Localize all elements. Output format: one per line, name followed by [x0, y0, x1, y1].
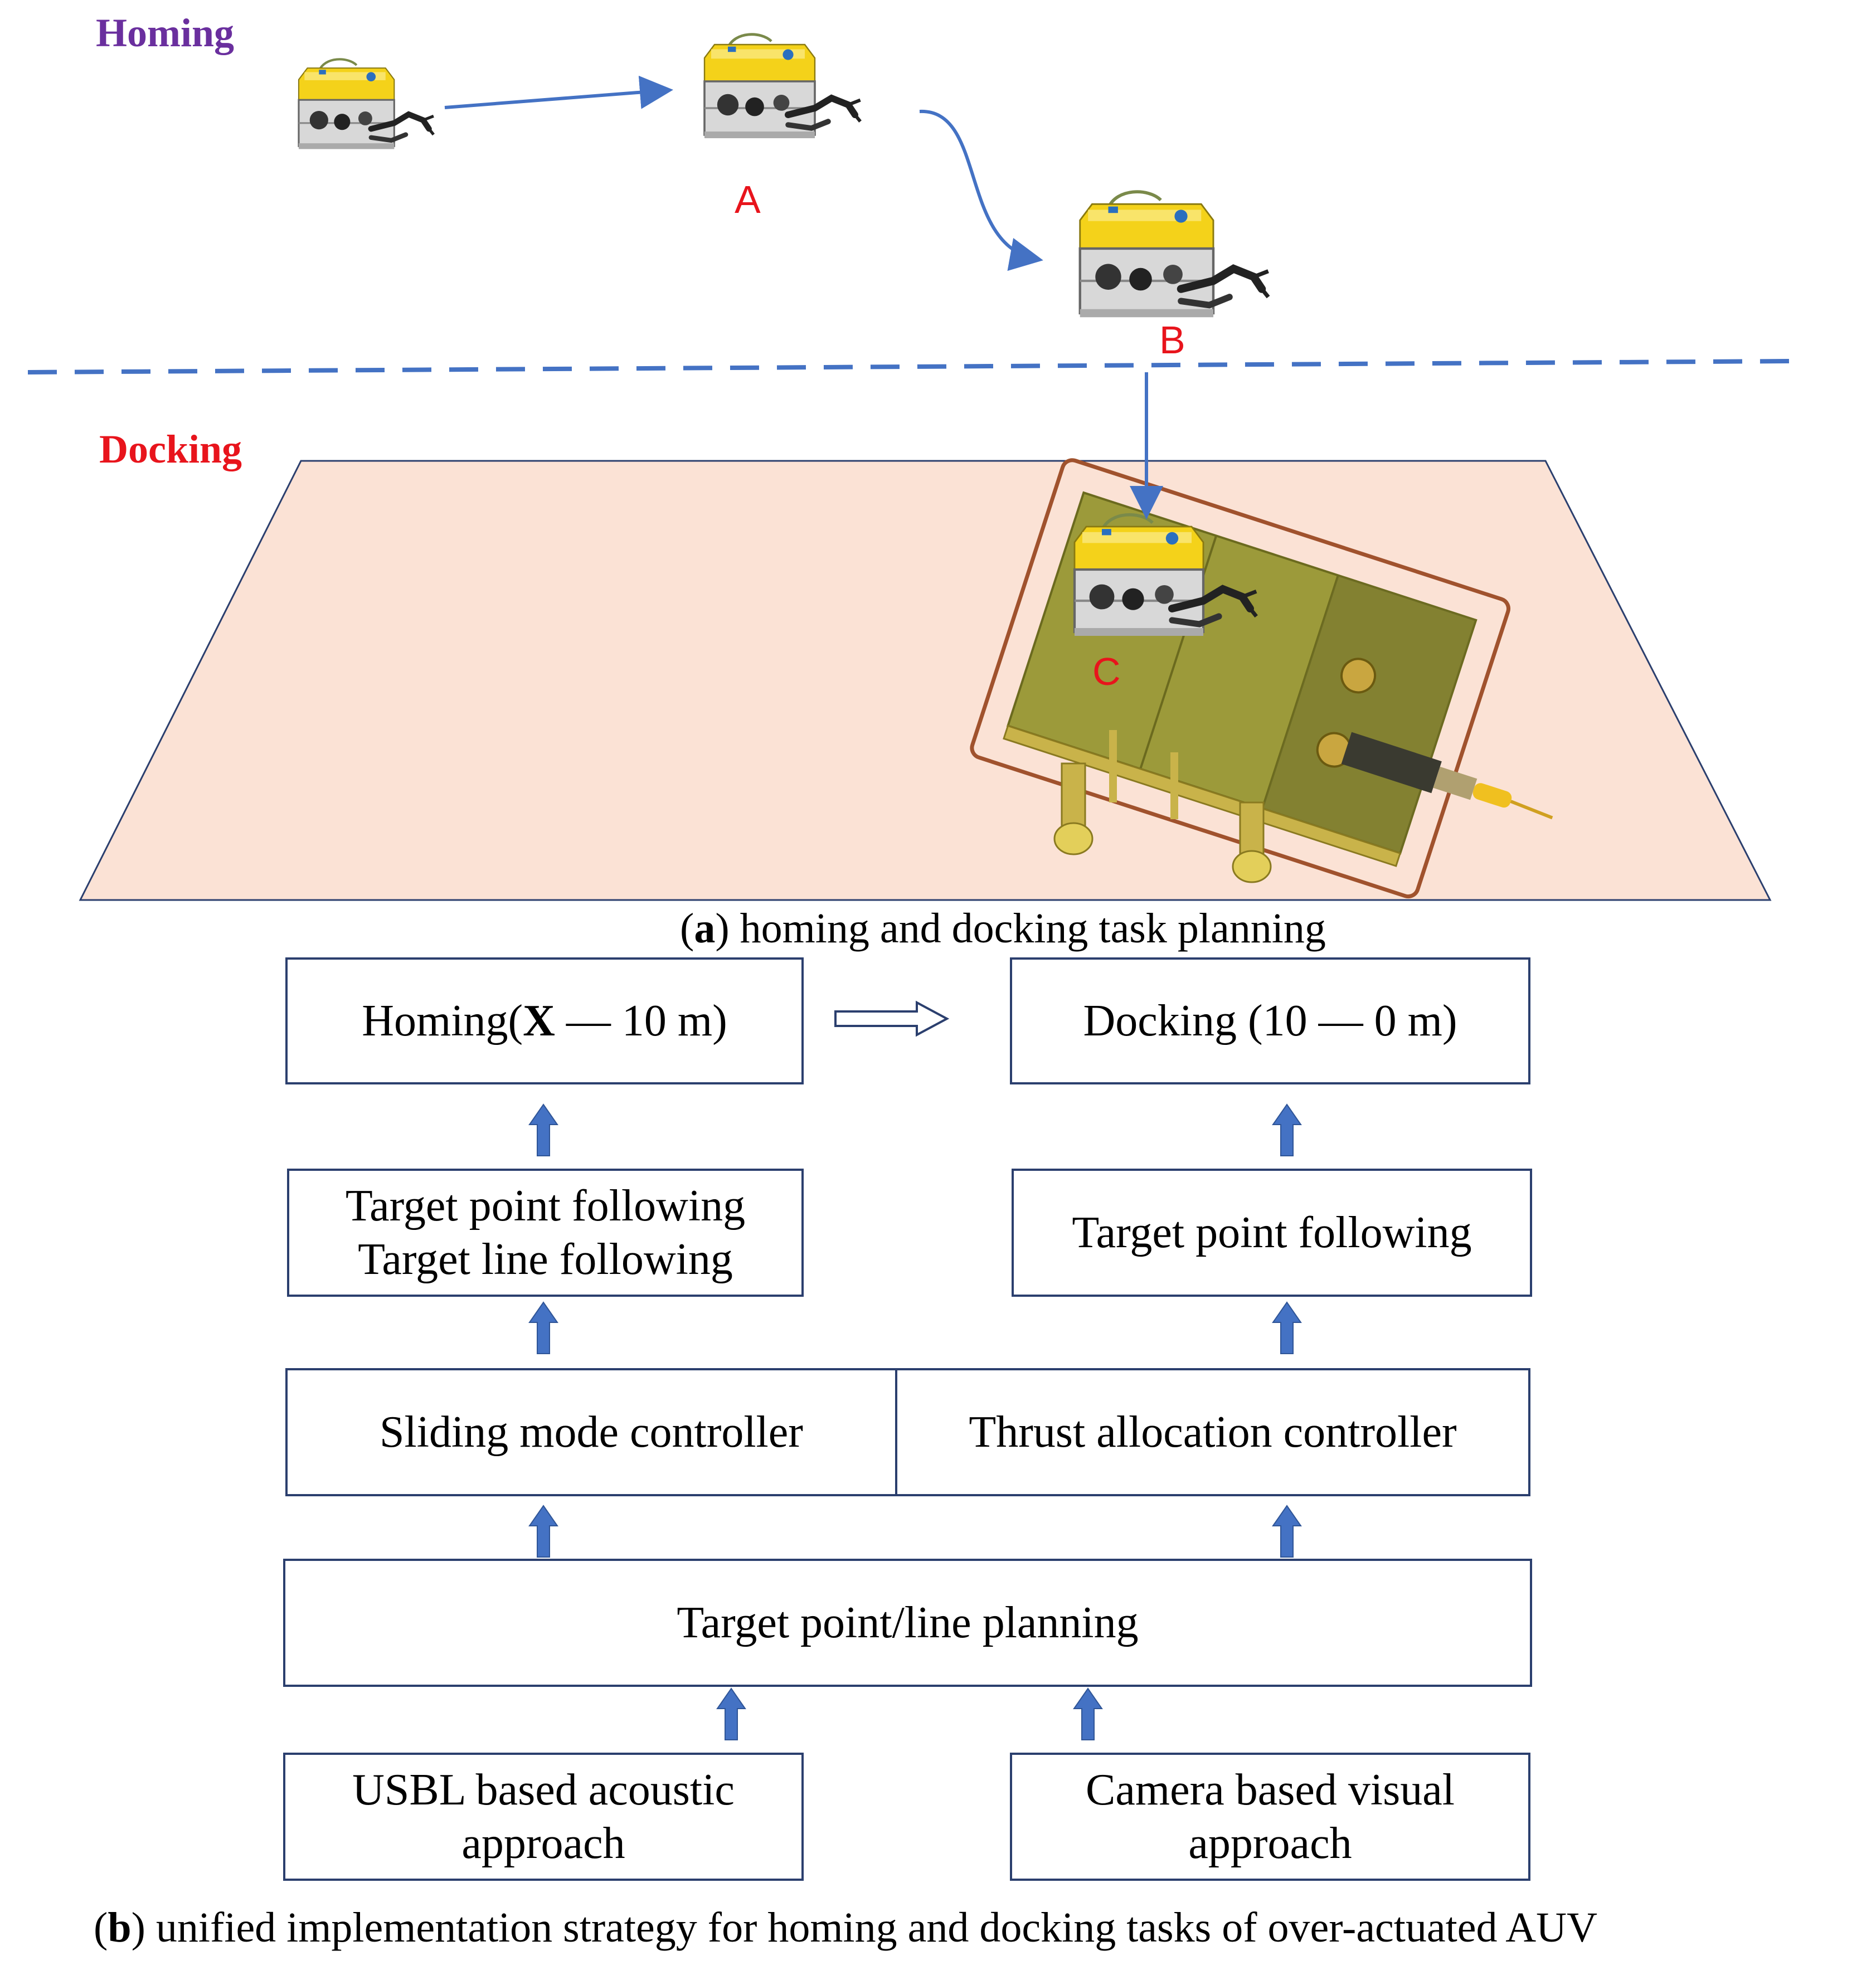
homing-box: Homing(X — 10 m): [285, 957, 804, 1084]
hollow-right-arrow-icon: [834, 1000, 950, 1037]
rov-icon: [1080, 192, 1269, 317]
up-arrow-icon: [1272, 1301, 1302, 1354]
homing-following-box: Target point following Target line follo…: [287, 1169, 804, 1297]
up-arrow-icon: [716, 1687, 746, 1740]
panel-a-caption-text: homing and docking task planning: [729, 905, 1326, 952]
homing-box-prefix: Homing(: [362, 996, 523, 1045]
path-arrow-to-b: [919, 109, 1043, 271]
panel-a-caption-letter: a: [694, 905, 716, 952]
point-b-label: B: [1159, 318, 1185, 362]
homing-box-suffix: — 10 m): [555, 996, 727, 1045]
target-planning-box: Target point/line planning: [283, 1559, 1532, 1687]
camera-approach-box: Camera based visual approach: [1010, 1753, 1530, 1881]
panel-b-caption-text: unified implementation strategy for homi…: [145, 1904, 1597, 1951]
up-arrow-icon: [528, 1505, 558, 1558]
usbl-approach-box: USBL based acoustic approach: [283, 1753, 804, 1881]
up-arrow-icon: [1272, 1505, 1302, 1558]
panel-b-caption-letter: b: [108, 1904, 132, 1951]
homing-following-line1: Target point following: [345, 1181, 746, 1230]
panel-a-graphic: [27, 0, 1790, 901]
up-arrow-icon: [528, 1301, 558, 1354]
camera-line1: Camera based visual: [1086, 1765, 1455, 1814]
up-arrow-icon: [1272, 1103, 1302, 1156]
rov-icon: [704, 35, 861, 138]
camera-line2: approach: [1188, 1819, 1352, 1868]
homing-docking-separator: [27, 359, 1790, 374]
up-arrow-icon: [528, 1103, 558, 1156]
docking-following-box: Target point following: [1012, 1169, 1532, 1297]
path-arrow-to-a: [444, 75, 673, 109]
docking-box: Docking (10 — 0 m): [1010, 957, 1530, 1084]
seabed-plane: [79, 460, 1772, 901]
homing-box-x: X: [523, 996, 555, 1045]
docking-label: Docking: [99, 427, 242, 471]
homing-following-line2: Target line following: [358, 1235, 733, 1284]
rov-icon: [299, 59, 434, 149]
up-arrow-icon: [1073, 1687, 1103, 1740]
panel-b-caption: (b) unified implementation strategy for …: [94, 1904, 1597, 1951]
point-c-label: C: [1092, 650, 1121, 693]
usbl-line1: USBL based acoustic: [352, 1765, 735, 1814]
usbl-line2: approach: [461, 1819, 625, 1868]
homing-label: Homing: [96, 11, 235, 55]
sliding-mode-controller-box: Sliding mode controller: [285, 1368, 897, 1496]
panel-a-caption: (a) homing and docking task planning: [680, 905, 1326, 952]
point-a-label: A: [735, 178, 761, 221]
thrust-allocation-controller-box: Thrust allocation controller: [895, 1368, 1530, 1496]
